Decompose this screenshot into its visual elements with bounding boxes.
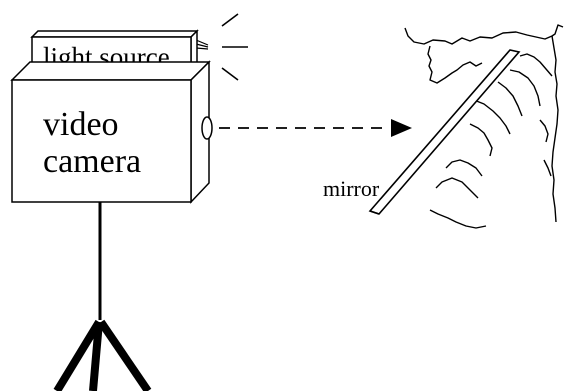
view-direction-arrowhead-icon — [391, 119, 412, 137]
tripod — [53, 202, 152, 391]
mirror — [368, 49, 521, 215]
light-rays — [221, 13, 248, 81]
mirror-label: mirror — [323, 176, 380, 201]
face-outline — [404, 24, 564, 229]
tripod-leg-middle — [89, 321, 103, 391]
camera-lens-icon — [201, 116, 213, 140]
video-camera-body — [10, 60, 211, 204]
light-ray-lower — [221, 67, 239, 81]
camera-label-line1: video — [43, 106, 119, 143]
light-ray-upper — [221, 13, 239, 27]
light-emitter-marks — [195, 39, 209, 50]
tripod-leg-right — [97, 319, 152, 391]
tripod-leg-left — [53, 319, 103, 391]
camera-label-line2: camera — [43, 143, 141, 180]
